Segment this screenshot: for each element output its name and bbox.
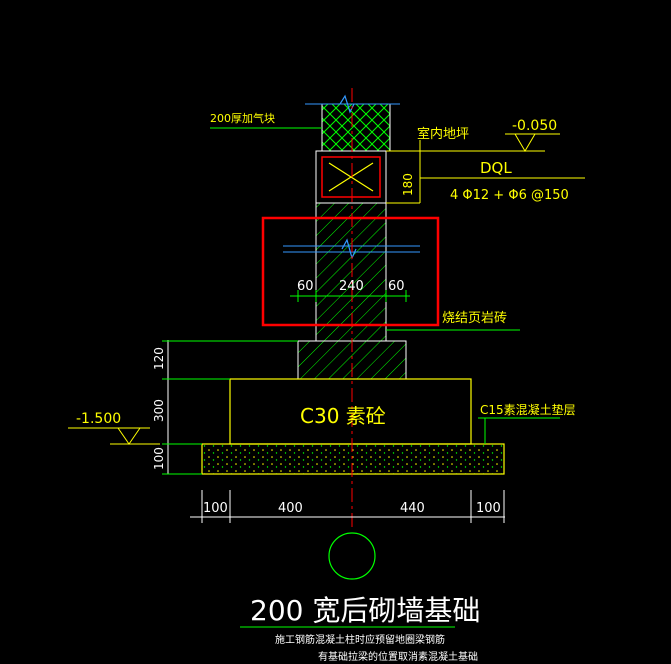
wall-note: 200厚加气块	[210, 111, 275, 125]
highlight-box	[261, 216, 440, 327]
elevation-marker-icon	[117, 427, 141, 445]
brick-note: 烧结页岩砖	[442, 311, 507, 326]
dim-b-100-right: 100	[476, 501, 501, 516]
aerated-block-wall	[321, 103, 391, 152]
dim-wall-mid: 240	[339, 279, 364, 294]
dim-wall-left: 60	[297, 279, 314, 294]
dim-v-120: 120	[152, 347, 166, 370]
foundation-label: C30 素砼	[300, 404, 386, 428]
note-line-1: 施工钢筋混凝土柱时应预留地圈梁钢筋	[275, 633, 445, 646]
dim-b-440: 440	[400, 501, 425, 516]
dim-wall-right: 60	[388, 279, 405, 294]
elevation-marker-icon	[514, 133, 536, 152]
dim-v-300: 300	[152, 399, 166, 422]
c15-note: C15素混凝土垫层	[480, 402, 576, 417]
axis-bubble	[328, 532, 376, 580]
top-elevation: -0.050	[512, 118, 557, 134]
beam-name: DQL	[480, 159, 512, 177]
indoor-floor-label: 室内地坪	[417, 126, 469, 142]
dim-b-400: 400	[278, 501, 303, 516]
dim-v-100: 100	[152, 447, 166, 470]
beam-rebar: 4 Φ12 + Φ6 @150	[450, 188, 569, 203]
dim-b-100-left: 100	[203, 501, 228, 516]
brick-wall	[315, 202, 387, 342]
base-elevation: -1.500	[76, 411, 121, 427]
ground-beam-rebar	[321, 156, 381, 198]
note-line-2: 有基础拉梁的位置取消素混凝土基础	[318, 650, 478, 663]
drawing-title: 200 宽后砌墙基础	[250, 594, 480, 627]
beam-height: 180	[401, 173, 415, 196]
c15-cushion	[201, 443, 505, 475]
